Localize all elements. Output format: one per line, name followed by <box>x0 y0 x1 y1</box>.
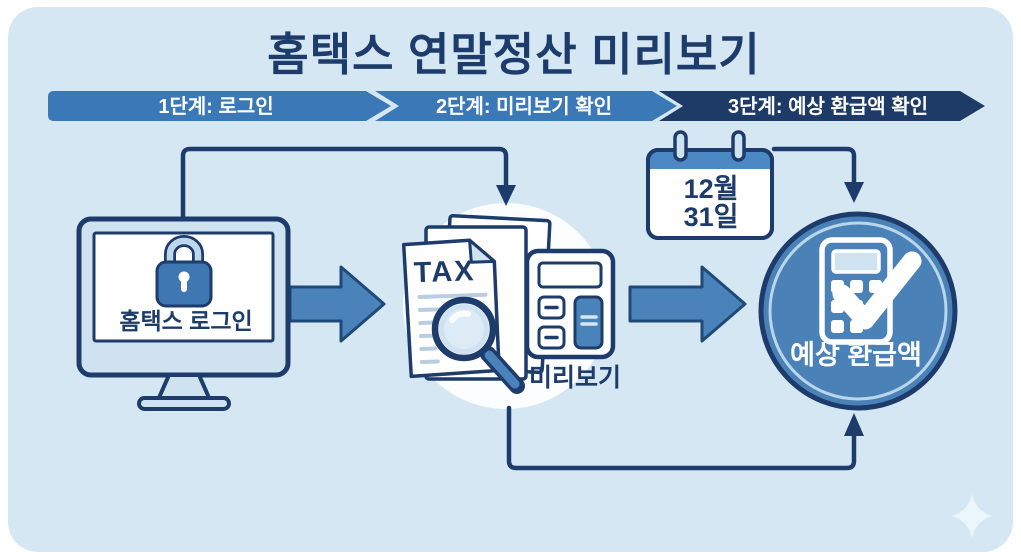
step-2-chevron <box>375 91 677 121</box>
result-label: 예상 환급액 <box>790 340 922 370</box>
magnifier-icon <box>431 296 525 394</box>
calculator-icon <box>524 248 616 360</box>
checkmark-icon <box>832 251 922 330</box>
step-1-chevron <box>48 91 391 121</box>
connector-calendar-to-result <box>771 146 864 203</box>
arrow-step2-to-step3 <box>628 265 747 343</box>
step-2-label: 2단계: 미리보기 확인 <box>436 94 612 118</box>
arrow-step1-to-step2 <box>288 265 386 343</box>
step-3-chevron <box>659 91 985 121</box>
step-3-label: 3단계: 예상 환급액 확인 <box>728 94 928 118</box>
monitor-illustration: 홈택스 로그인 <box>76 216 291 411</box>
lock-icon <box>155 235 213 308</box>
calendar-month: 12월 <box>684 174 739 204</box>
connector-preview-to-result <box>506 405 864 471</box>
login-label: 홈택스 로그인 <box>119 308 252 334</box>
step-1-label: 1단계: 로그인 <box>158 95 273 118</box>
connector-login-to-preview <box>180 146 516 221</box>
sparkle-icon <box>951 494 993 538</box>
result-badge: 예상 환급액 <box>758 211 958 411</box>
preview-label: 미리보기 <box>529 364 621 392</box>
page-title: 홈택스 연말정산 미리보기 <box>267 29 760 80</box>
step-banner: 1단계: 로그인 2단계: 미리보기 확인 3단계: 예상 환급액 확인 <box>48 91 985 121</box>
tax-doc-title: TAX <box>413 255 476 289</box>
calendar-icon: 12월 31일 <box>646 130 774 240</box>
calendar-day: 31일 <box>684 202 739 232</box>
